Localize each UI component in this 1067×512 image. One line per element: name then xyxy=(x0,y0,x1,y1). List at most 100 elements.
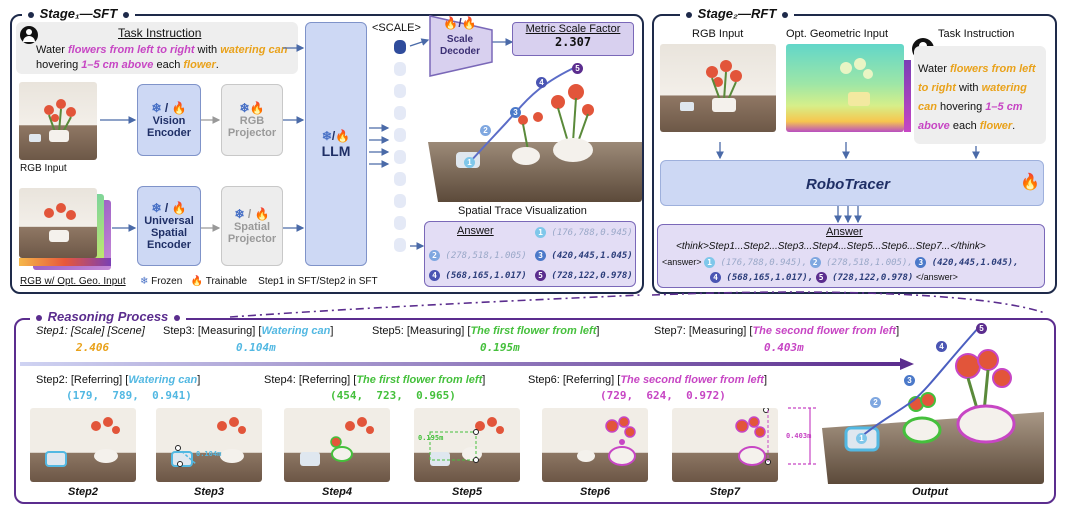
reasoning-panel xyxy=(14,318,1056,504)
step3-head: Step3: [Measuring] [Watering can] xyxy=(163,325,334,337)
stage2-task-title: Task Instruction xyxy=(938,28,1015,40)
robotracer-label: RoboTracer xyxy=(806,176,890,193)
step1-value: 2.406 xyxy=(76,341,110,354)
token xyxy=(394,172,406,186)
snowflake-icon: ❄ xyxy=(140,276,149,287)
token xyxy=(394,216,406,230)
metric-scale-title: Metric Scale Factor xyxy=(525,23,621,35)
stage1-answer-title: Answer xyxy=(457,225,494,237)
stage2-task-text: Water flowers from left to right with wa… xyxy=(918,63,1036,132)
spatial-trace-image: 1 2 3 4 5 xyxy=(428,62,642,202)
token xyxy=(394,106,406,120)
output-point-1: 1 xyxy=(856,430,867,448)
rgb-input-label: RGB Input xyxy=(20,163,67,174)
snowflake-icon: ❄ xyxy=(151,201,162,215)
step7-head: Step7: [Measuring] [The second flower fr… xyxy=(654,325,900,337)
step7-annotation: 0.403m xyxy=(786,432,812,440)
stage1-panel xyxy=(10,14,644,294)
snowflake-icon: ❄ xyxy=(321,129,332,143)
trace-point-2: 2 xyxy=(480,122,491,140)
stage2-rgb-label: RGB Input xyxy=(692,28,744,40)
output-thumb: 1 2 3 4 5 xyxy=(822,316,1044,484)
step5-head: Step5: [Measuring] [The first flower fro… xyxy=(372,325,600,337)
stage2-think-line: <think>Step1...Step2...Step3...Step4...S… xyxy=(676,241,986,252)
step2-head: Step2: [Referring] [Watering can] xyxy=(36,374,201,386)
trace-visualization-label: Spatial Trace Visualization xyxy=(458,205,587,217)
token-scale xyxy=(394,40,406,54)
geo-color-strip xyxy=(19,258,111,266)
trace-point-5: 5 xyxy=(572,62,583,78)
step7-value: 0.403m xyxy=(764,341,804,354)
stage1-task-title: Task Instruction xyxy=(118,26,202,40)
thumb-label-step5: Step5 xyxy=(452,486,482,498)
token xyxy=(394,150,406,164)
reasoning-title: Reasoning Process xyxy=(30,309,186,324)
stage1-answer-box: Answer 1 (176,788,0.945) 2 (278,518,1.00… xyxy=(424,221,636,287)
token xyxy=(394,84,406,98)
stage2-answer-title: Answer xyxy=(826,226,863,238)
output-point-3: 3 xyxy=(904,372,915,390)
token xyxy=(394,62,406,76)
output-point-2: 2 xyxy=(870,394,881,412)
trace-point-1: 1 xyxy=(464,154,475,172)
thumb-label-step6: Step6 xyxy=(580,486,610,498)
rgb-input-image xyxy=(19,82,97,160)
output-point-5: 5 xyxy=(976,320,987,338)
stage2-arrows xyxy=(716,142,980,224)
step4-value: (454, 723, 0.965) xyxy=(330,389,456,402)
rgb-geo-input-label: RGB w/ Opt. Geo. Input xyxy=(20,276,126,287)
step4-head: Step4: [Referring] [The first flower fro… xyxy=(264,374,486,386)
stage2-geo-image xyxy=(786,44,904,132)
step6-value: (729, 624, 0.972) xyxy=(600,389,726,402)
stage2-answer-box xyxy=(657,224,1045,288)
stage2-answer-line1: <answer> 1 (176,788,0.945), 2 (278,518,1… xyxy=(662,257,1019,268)
step5-value: 0.195m xyxy=(480,341,520,354)
answer-point-4: 4 (568,165,1.017) xyxy=(429,270,527,281)
stage2-title: Stage₂—RFT xyxy=(680,6,794,21)
token xyxy=(394,238,406,252)
step3-thumb: 0.104m xyxy=(156,408,262,482)
answer-point-3: 3 (420,445,1.045) xyxy=(535,250,633,261)
stage2-answer-line2: 4 (568,165,1.017), 5 (728,122,0.978) </a… xyxy=(710,272,958,283)
stage1-task-text: Water flowers from left to right with wa… xyxy=(36,44,288,71)
user-avatar-icon xyxy=(20,26,38,44)
flame-icon: 🔥 xyxy=(254,207,270,221)
token xyxy=(394,194,406,208)
llm-box: ❄/🔥 LLM xyxy=(305,22,367,266)
stage2-geo-label: Opt. Geometric Input xyxy=(786,28,889,40)
scale-token-label: <SCALE> xyxy=(372,22,421,34)
stage2-task-box xyxy=(914,46,1046,144)
output-point-4: 4 xyxy=(936,338,947,356)
scale-decoder-shape xyxy=(429,15,493,77)
step1-head: Step1: [Scale] [Scene] xyxy=(36,325,145,337)
step5-thumb: 0.195m xyxy=(414,408,520,482)
progress-arrow xyxy=(20,358,914,370)
stage1-arrows xyxy=(100,38,514,250)
thumb-label-step2: Step2 xyxy=(68,486,98,498)
step7-height-marker xyxy=(788,407,816,465)
flame-icon: 🔥 xyxy=(171,101,187,115)
stage1-title: Stage₁—SFT xyxy=(22,6,135,21)
thumb-label-step7: Step7 xyxy=(710,486,740,498)
flame-icon: 🔥 xyxy=(461,16,477,30)
flame-icon: 🔥 xyxy=(443,16,459,30)
step6-thumb xyxy=(542,408,648,482)
connector-lines xyxy=(229,291,1046,318)
token xyxy=(394,128,406,142)
stage1-task-box xyxy=(16,22,298,74)
robotracer-box xyxy=(660,160,1044,206)
thumb-label-step3: Step3 xyxy=(194,486,224,498)
step2-value: (179, 789, 0.941) xyxy=(66,389,192,402)
snowflake-icon: ❄ xyxy=(151,101,162,115)
answer-point-2: 2 (278,518,1.005) xyxy=(429,250,527,261)
metric-scale-value: 2.307 xyxy=(554,35,592,49)
rgb-geo-input-image xyxy=(19,188,97,258)
flame-icon: 🔥 xyxy=(171,201,187,215)
step7-thumb xyxy=(672,408,778,482)
answer-point-1: 1 (176,788,0.945) xyxy=(535,227,633,238)
